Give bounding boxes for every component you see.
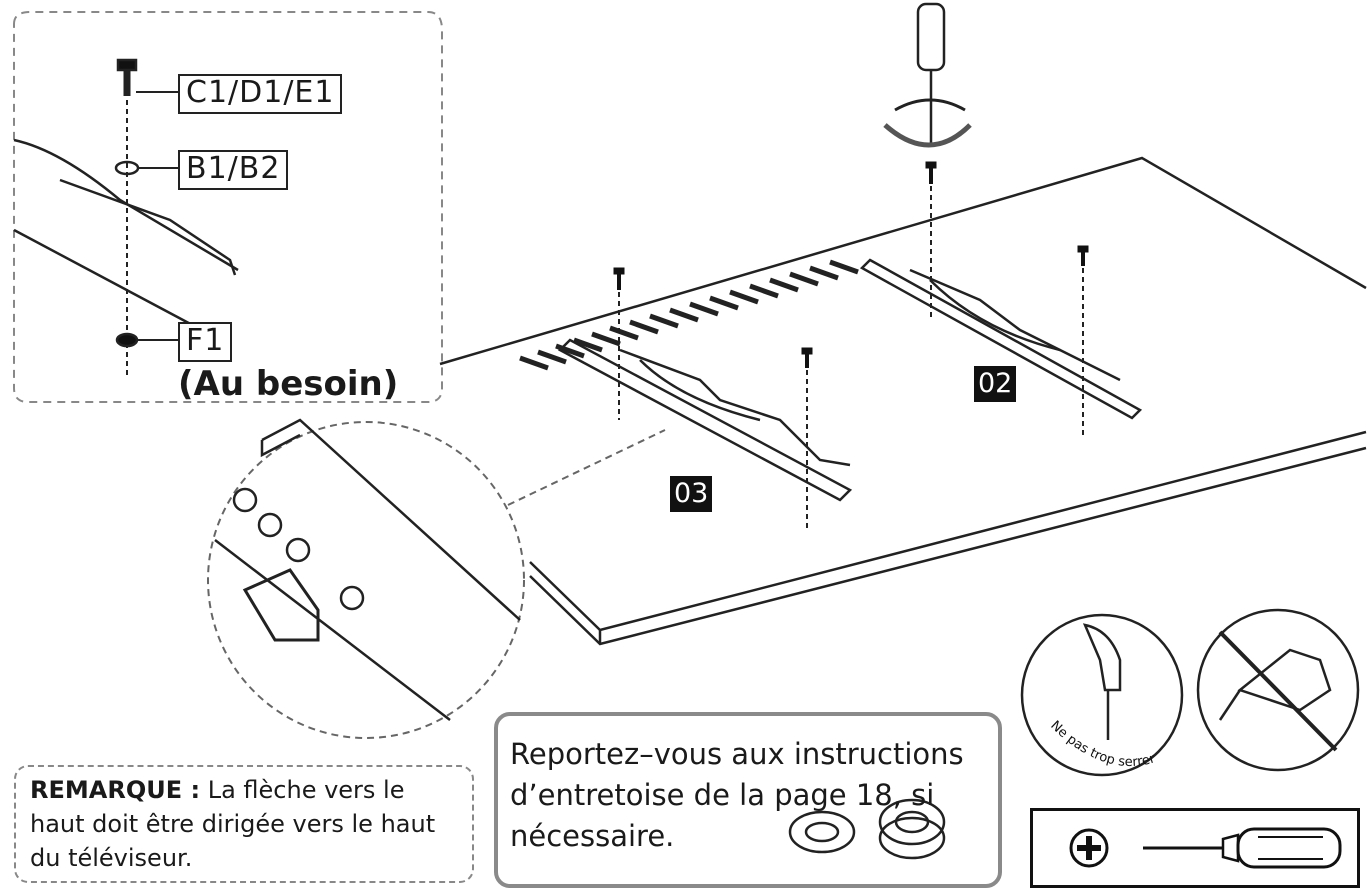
bracket-02-badge: 02 [974,366,1017,402]
bracket-03-badge: 03 [670,476,713,512]
tv-vents [519,259,859,371]
zoom-rail [214,418,521,721]
screw-paths [618,186,1084,530]
screwdriver-top [883,2,972,148]
spacer-info-box: Reportez–vous aux instructions d’entreto… [494,712,1002,888]
optional-label: (Au besoin) [178,364,399,404]
spacer-info-text: Reportez–vous aux instructions d’entreto… [510,737,964,853]
tighten-warning [1020,613,1184,777]
tv-back-panel [439,156,1367,646]
washer-part-label: B1/B2 [178,150,289,190]
spacer-icons [788,798,946,860]
bracket-03 [557,338,853,502]
do-not-overtighten-text: Ne pas trop serrer [1047,718,1157,770]
detail-frame [13,11,443,403]
screw-part-label: C1/D1/E1 [178,74,343,114]
tool-required-box [1030,808,1360,888]
tv-screws [613,161,1089,368]
no-drill-circle [1196,608,1360,772]
warning-arc-text: Ne pas trop serrer [1047,718,1157,770]
phillips-screwdriver-icon [1069,827,1342,869]
note-label: REMARQUE : [30,776,201,804]
note-text: La flèche vers le haut doit être dirigée… [30,776,436,872]
note-box: REMARQUE : La flèche vers le haut doit ê… [14,765,474,883]
svg-text:Ne pas trop serrer: Ne pas trop serrer [1047,718,1157,770]
inset-hardware [13,58,239,378]
nut-part-label: F1 [178,322,233,362]
bracket-02 [859,258,1143,420]
zoom-circle [207,421,525,739]
